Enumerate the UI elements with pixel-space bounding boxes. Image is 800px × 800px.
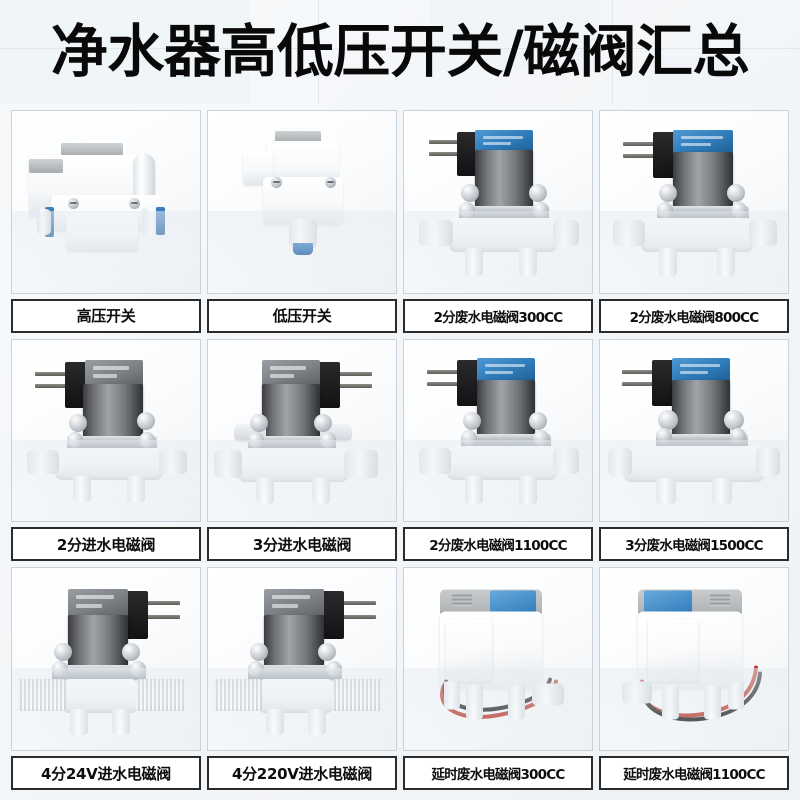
product-label: 2分废水电磁阀300CC [433,309,564,326]
artwork-delay-valve-right [418,582,578,737]
artwork-solenoid-blue-left [413,350,583,510]
product-photo-low-pressure-switch[interactable] [207,110,397,294]
product-grid: 高压开关 低压开关 [11,110,789,790]
product-label: 2分废水电磁阀1100CC [429,538,567,555]
artwork-solenoid-blue-left [609,122,779,282]
product-photo-inlet-valve-2fen[interactable] [11,338,201,523]
product-photo-waste-valve-3fen-1500cc[interactable] [599,338,789,523]
artwork-solenoid-grey-left [21,350,191,510]
product-caption: 高压开关 [11,298,201,333]
product-cell-delay-waste-valve-300cc[interactable]: 延时废水电磁阀300CC [403,567,593,790]
artwork-solenoid-blue-left [606,350,782,510]
artwork-switch-high [21,137,191,267]
product-caption: 2分废水电磁阀300CC [403,298,593,333]
product-caption: 延时废水电磁阀1100CC [599,756,789,790]
product-cell-waste-valve-3fen-1500cc[interactable]: 3分废水电磁阀1500CC [599,338,789,562]
product-caption: 3分进水电磁阀 [207,527,397,562]
product-photo-waste-valve-2fen-800cc[interactable] [599,110,789,294]
artwork-solenoid-threaded [212,579,392,739]
product-cell-low-pressure-switch[interactable]: 低压开关 [207,110,397,333]
product-label: 2分进水电磁阀 [56,535,156,554]
product-caption: 3分废水电磁阀1500CC [599,527,789,562]
artwork-solenoid-grey-right [214,350,390,510]
product-photo-delay-waste-valve-300cc[interactable] [403,567,593,751]
product-photo-inlet-valve-3fen[interactable] [207,338,397,523]
product-caption: 延时废水电磁阀300CC [403,756,593,790]
artwork-switch-low [227,127,377,277]
product-label: 延时废水电磁阀300CC [431,767,566,783]
artwork-solenoid-threaded [16,579,196,739]
product-caption: 2分废水电磁阀1100CC [403,527,593,562]
product-cell-waste-valve-2fen-1100cc[interactable]: 2分废水电磁阀1100CC [403,338,593,562]
page-header: 净水器高低压开关/磁阀汇总 [0,0,800,104]
product-photo-delay-waste-valve-1100cc[interactable] [599,567,789,751]
page-title: 净水器高低压开关/磁阀汇总 [50,19,750,85]
product-label: 延时废水电磁阀1100CC [623,767,765,783]
product-cell-waste-valve-2fen-800cc[interactable]: 2分废水电磁阀800CC [599,110,789,333]
product-cell-delay-waste-valve-1100cc[interactable]: 延时废水电磁阀1100CC [599,567,789,790]
product-cell-waste-valve-2fen-300cc[interactable]: 2分废水电磁阀300CC [403,110,593,333]
product-photo-inlet-valve-4fen-220v[interactable] [207,567,397,751]
product-cell-inlet-valve-4fen-220v[interactable]: 4分220V进水电磁阀 [207,567,397,790]
product-caption: 2分废水电磁阀800CC [599,298,789,333]
product-photo-waste-valve-2fen-300cc[interactable] [403,110,593,294]
product-cell-inlet-valve-3fen[interactable]: 3分进水电磁阀 [207,338,397,562]
product-cell-inlet-valve-4fen-24v[interactable]: 4分24V进水电磁阀 [11,567,201,790]
product-label: 4分220V进水电磁阀 [231,764,373,783]
product-label: 3分进水电磁阀 [252,535,352,554]
product-caption: 4分24V进水电磁阀 [11,756,201,790]
product-cell-inlet-valve-2fen[interactable]: 2分进水电磁阀 [11,338,201,562]
product-label: 2分废水电磁阀800CC [629,309,760,326]
product-photo-inlet-valve-4fen-24v[interactable] [11,567,201,751]
product-label: 高压开关 [76,307,136,326]
artwork-delay-valve-left [614,582,774,737]
product-photo-high-pressure-switch[interactable] [11,110,201,294]
product-label: 3分废水电磁阀1500CC [625,538,763,555]
product-caption: 低压开关 [207,298,397,333]
product-caption: 4分220V进水电磁阀 [207,756,397,790]
product-label: 4分24V进水电磁阀 [41,764,171,783]
product-photo-waste-valve-2fen-1100cc[interactable] [403,338,593,523]
product-cell-high-pressure-switch[interactable]: 高压开关 [11,110,201,333]
product-caption: 2分进水电磁阀 [11,527,201,562]
wire-harness-icon [638,665,762,722]
wire-harness-icon [440,677,558,720]
artwork-solenoid-blue-left [413,122,583,282]
product-label: 低压开关 [272,307,332,326]
